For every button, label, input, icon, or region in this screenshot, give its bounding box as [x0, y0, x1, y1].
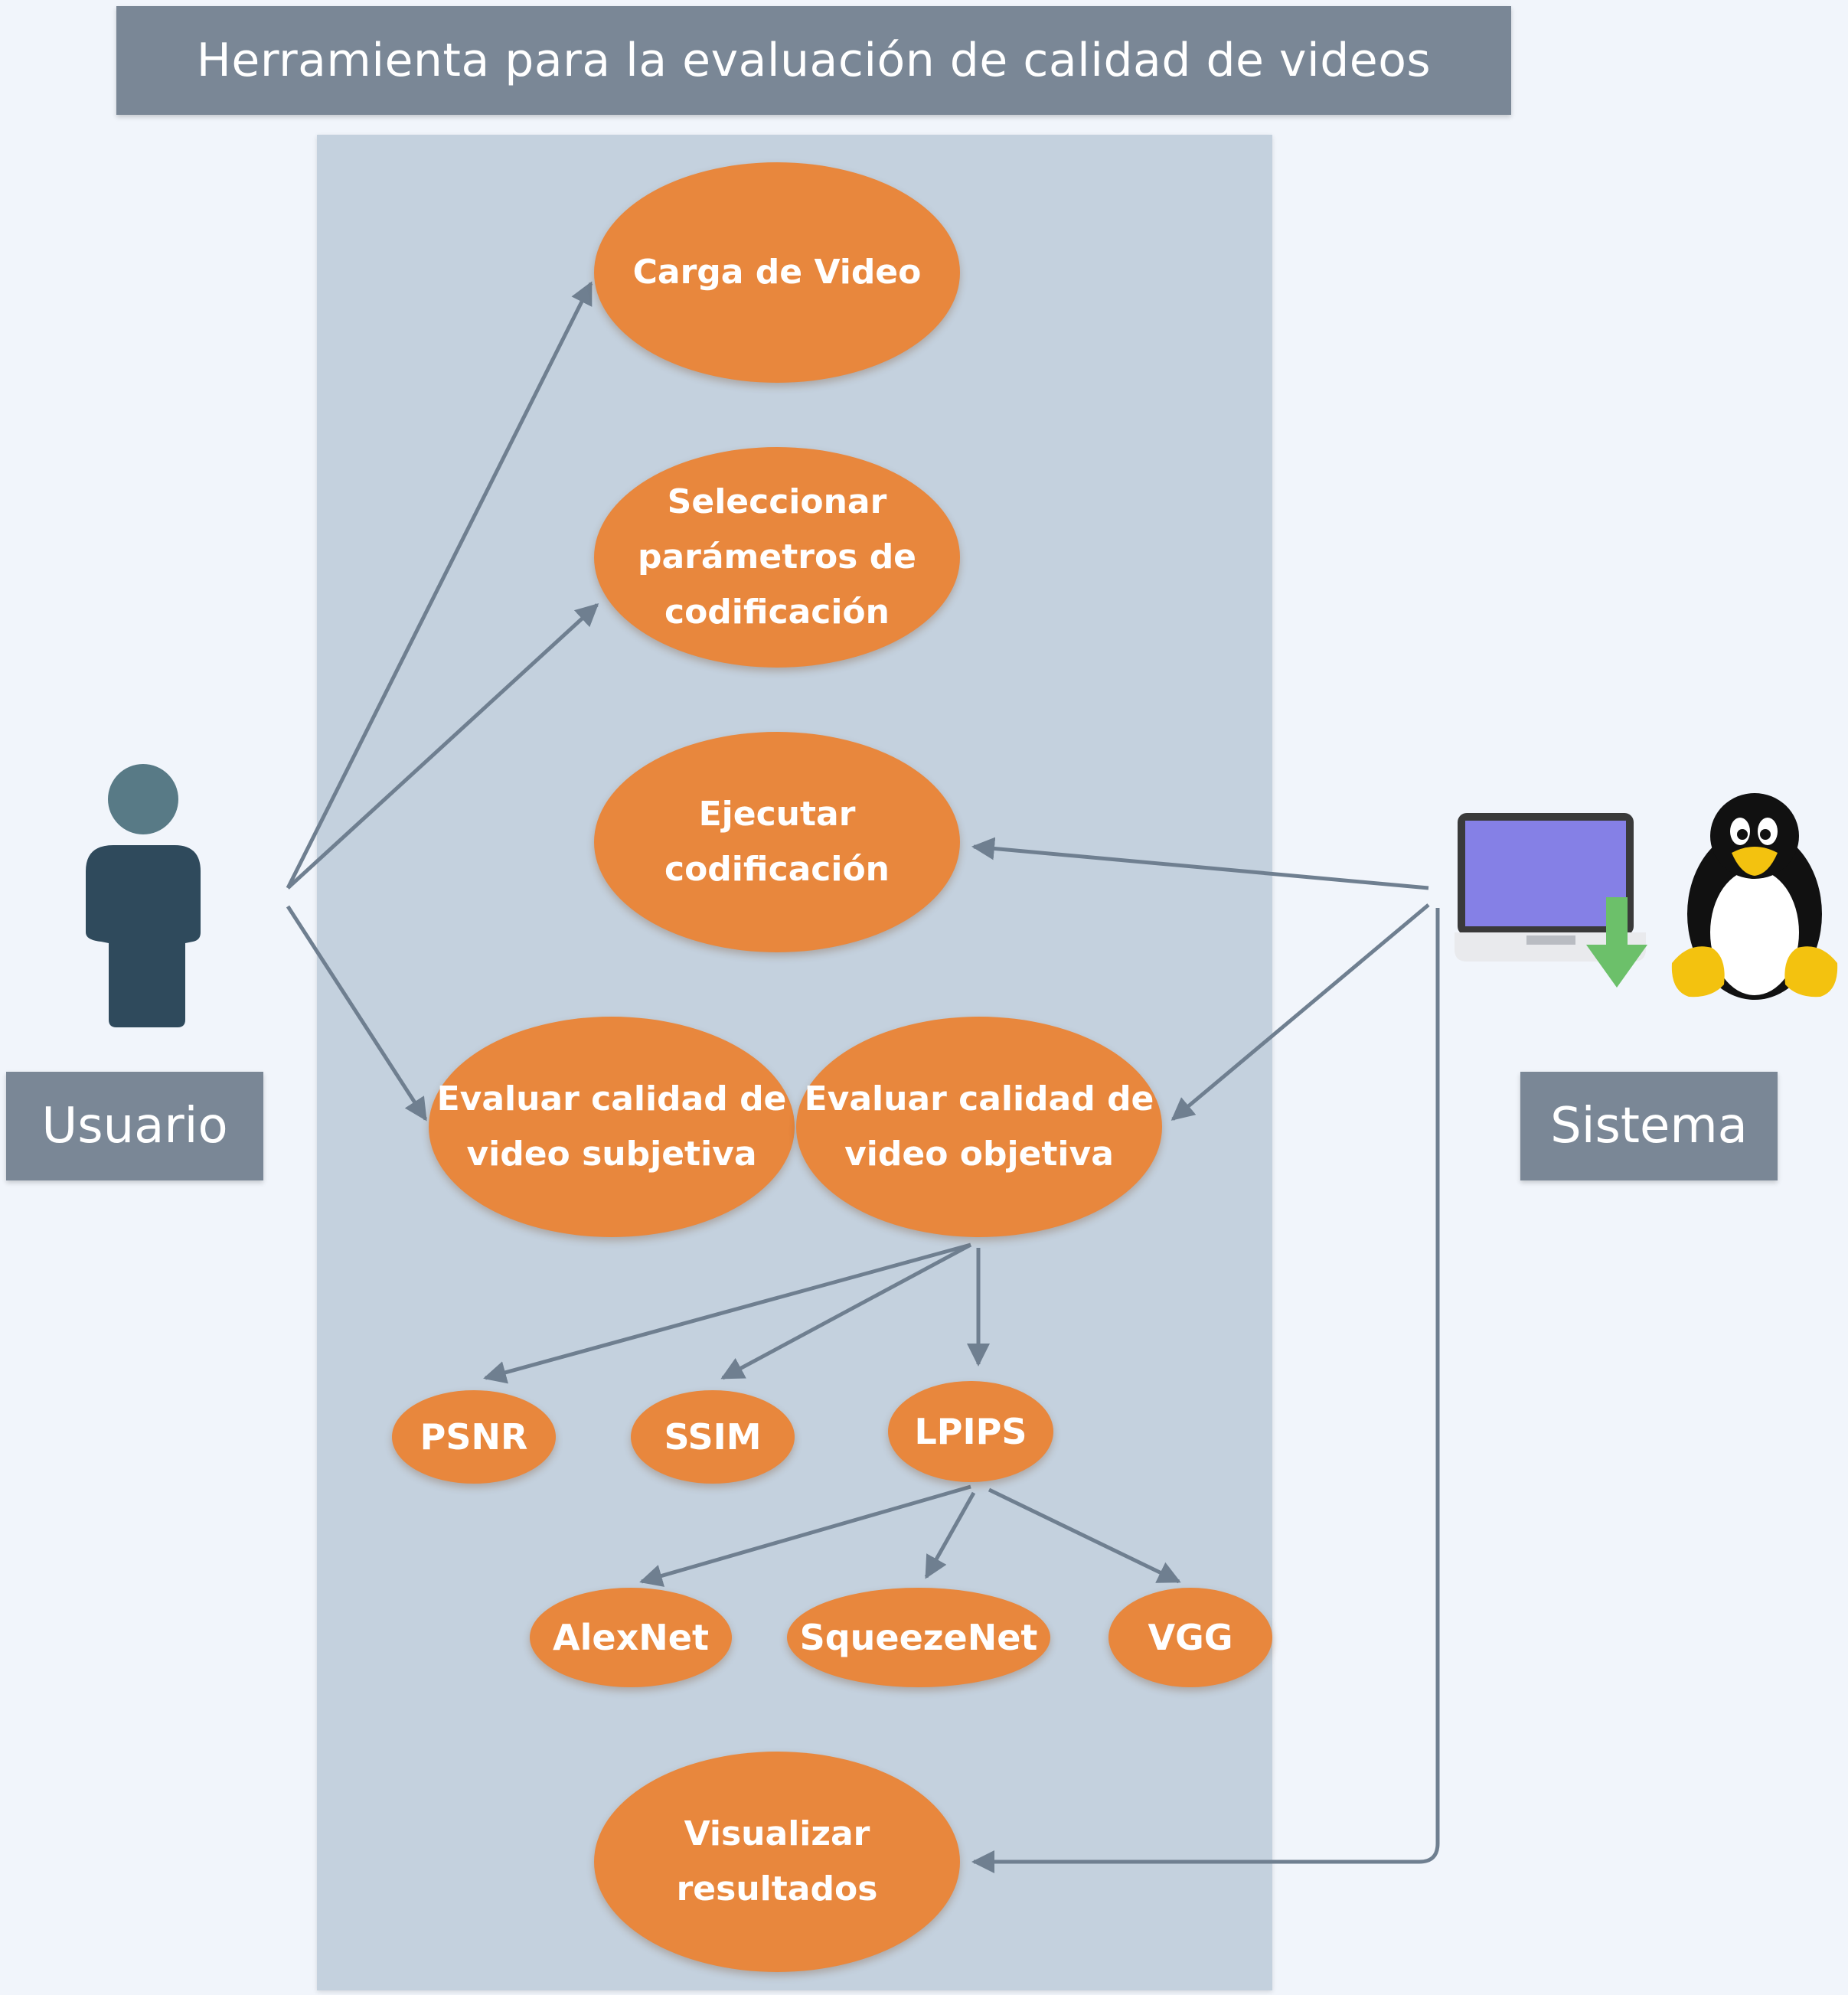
arrow-user-subjetiva — [286, 905, 428, 1122]
arrow-lpips-vgg — [988, 1487, 1181, 1584]
use-case-label: SqueezeNet — [799, 1617, 1038, 1658]
use-case-label: Evaluar calidad de video objetiva — [804, 1079, 1154, 1174]
actor-label-sistema: Sistema — [1520, 1072, 1778, 1180]
use-case-carga-de-video: Carga de Video — [594, 162, 960, 383]
use-case-psnr: PSNR — [392, 1390, 556, 1484]
arrow-objetiva-psnr — [483, 1242, 971, 1384]
diagram-title: Herramienta para la evaluación de calida… — [116, 6, 1511, 115]
arrow-user-carga — [286, 281, 593, 890]
use-case-label: SSIM — [664, 1416, 762, 1458]
laptop-download-icon — [1455, 813, 1647, 988]
use-case-label: AlexNet — [553, 1617, 709, 1658]
arrow-lpips-alexnet — [639, 1484, 971, 1587]
use-case-squeezenet: SqueezeNet — [787, 1588, 1050, 1687]
use-case-label: VGG — [1148, 1617, 1233, 1658]
use-case-seleccionar-parametros: Seleccionar parámetros de codificación — [594, 447, 960, 668]
use-case-label: LPIPS — [914, 1411, 1027, 1452]
use-case-visualizar-resultados: Visualizar resultados — [594, 1752, 960, 1972]
actor-label-text: Usuario — [41, 1098, 228, 1154]
linux-penguin-icon — [1671, 793, 1838, 1000]
use-case-label: Ejecutar codificación — [664, 795, 890, 889]
user-icon — [86, 764, 201, 1027]
use-case-evaluar-objetiva: Evaluar calidad de video objetiva — [796, 1017, 1162, 1237]
use-case-ejecutar-codificacion: Ejecutar codificación — [594, 732, 960, 952]
arrow-lpips-squeezenet — [924, 1491, 976, 1579]
arrow-system-objetiva — [1171, 903, 1430, 1121]
arrow-system-ejecutar — [971, 837, 1429, 890]
diagram-title-text: Herramienta para la evaluación de calida… — [196, 34, 1432, 87]
arrow-system-visualizar — [971, 908, 1440, 1873]
use-case-lpips: LPIPS — [888, 1381, 1053, 1482]
use-case-ssim: SSIM — [631, 1390, 795, 1484]
use-case-label: PSNR — [420, 1416, 528, 1458]
actor-label-usuario: Usuario — [6, 1072, 263, 1180]
use-case-label: Seleccionar parámetros de codificación — [637, 482, 917, 632]
arrow-objetiva-ssim — [720, 1242, 972, 1380]
use-case-alexnet: AlexNet — [530, 1588, 732, 1687]
actor-label-text: Sistema — [1550, 1098, 1748, 1154]
arrow-user-seleccionar — [286, 602, 599, 890]
use-case-evaluar-subjetiva: Evaluar calidad de video subjetiva — [429, 1017, 795, 1237]
use-case-label: Visualizar resultados — [676, 1814, 878, 1908]
use-case-vgg: VGG — [1108, 1588, 1272, 1687]
use-case-label: Carga de Video — [632, 253, 922, 292]
use-case-label: Evaluar calidad de video subjetiva — [436, 1079, 787, 1174]
